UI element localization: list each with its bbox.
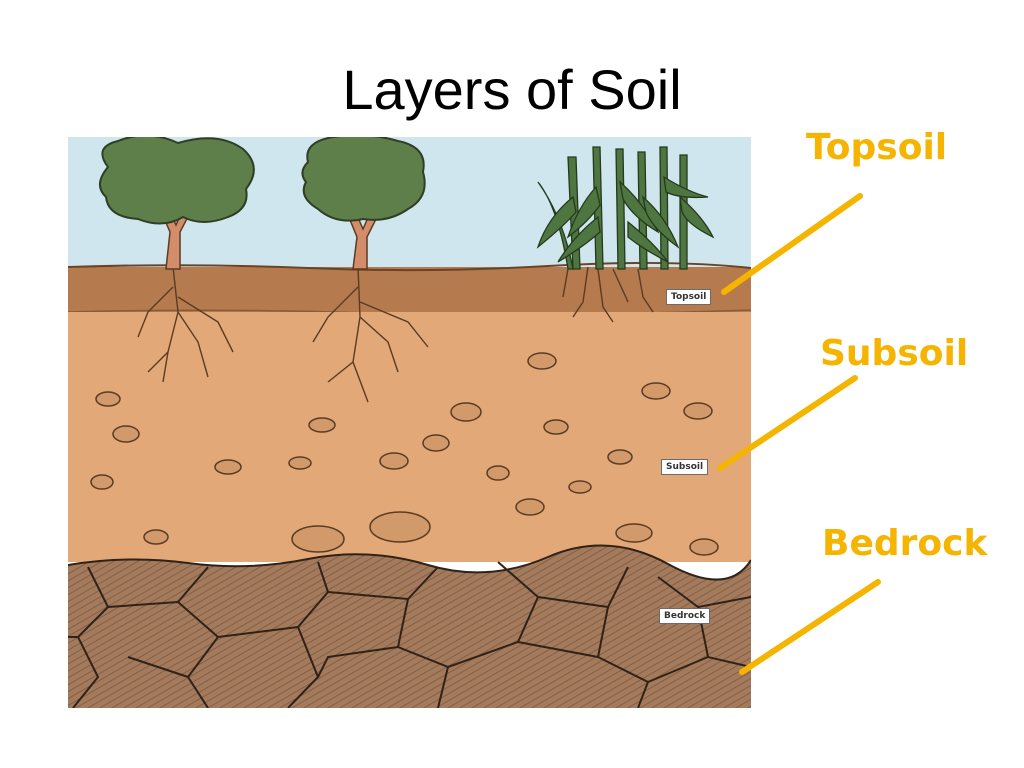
- corn-crop: [536, 146, 715, 270]
- leader-line-bedrock: [739, 579, 881, 675]
- roots: [137, 266, 654, 403]
- soil-cross-section: [68, 137, 751, 708]
- callout-bedrock: Bedrock: [822, 523, 988, 564]
- callout-subsoil: Subsoil: [820, 333, 969, 374]
- tree-left: [99, 137, 255, 270]
- tree-middle: [301, 137, 426, 270]
- inset-label-subsoil: Subsoil: [661, 459, 709, 475]
- callout-topsoil: Topsoil: [806, 127, 948, 168]
- topsoil-layer: [68, 267, 751, 312]
- slide-title: Layers of Soil: [342, 58, 682, 121]
- soil-layers-illustration: Topsoil Subsoil Bedrock: [68, 137, 751, 708]
- inset-label-topsoil: Topsoil: [666, 289, 712, 305]
- bedrock-layer: [68, 544, 751, 708]
- subsoil-pebbles: [90, 352, 719, 556]
- inset-label-bedrock: Bedrock: [659, 608, 711, 624]
